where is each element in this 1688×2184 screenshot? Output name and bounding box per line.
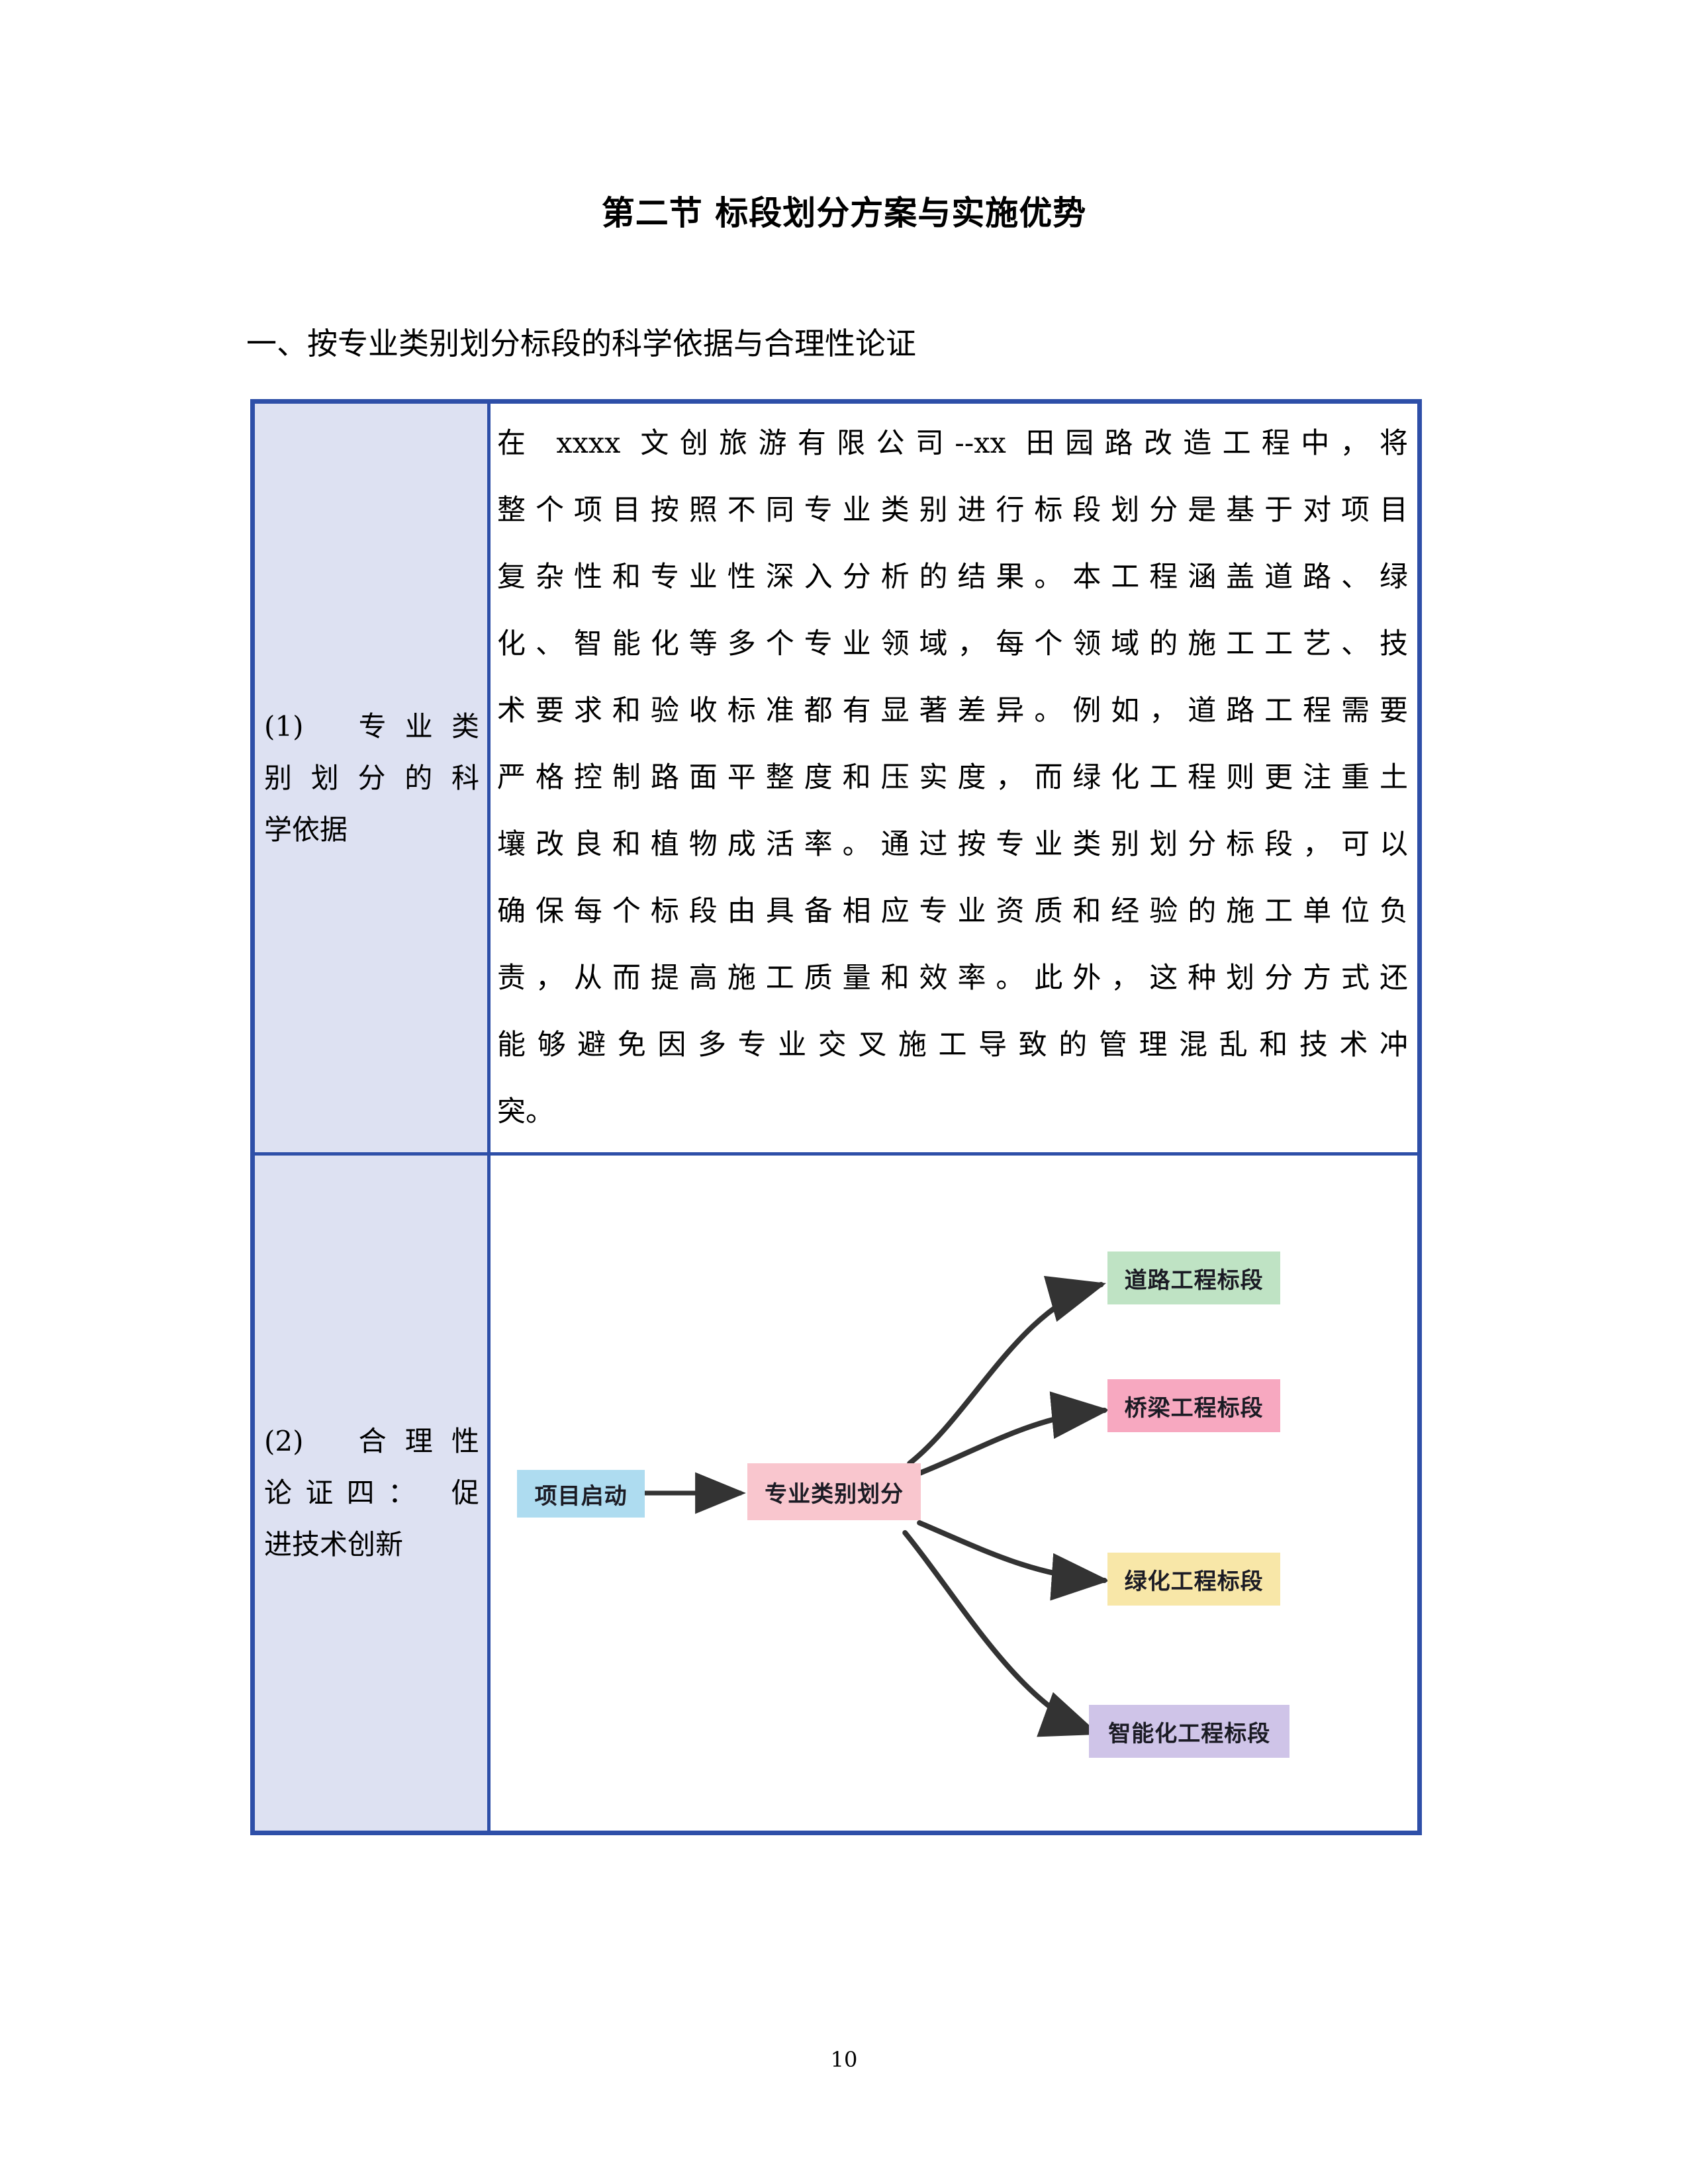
flow-node-label: 桥梁工程标段 <box>1124 1394 1264 1422</box>
page-title: 第二节 标段划分方案与实施优势 <box>601 194 1087 232</box>
flow-node-green: 绿化工程标段 <box>1107 1553 1281 1606</box>
section-heading: 一、按专业类别划分标段的科学依据与合理性论证 <box>246 326 916 361</box>
flow-node-label: 项目启动 <box>534 1482 628 1510</box>
flow-node-label: 智能化工程标段 <box>1108 1720 1271 1747</box>
label-line: 别划分的科 <box>264 761 479 794</box>
label-line: (1) 专业类 <box>264 709 479 743</box>
paragraph-line: 突。 <box>497 1095 554 1128</box>
flow-node-label: 绿化工程标段 <box>1124 1568 1264 1595</box>
edge-hub-to-bridge <box>917 1391 1110 1476</box>
flow-node-hub: 专业类别划分 <box>747 1463 921 1520</box>
flow-node-start: 项目启动 <box>517 1470 645 1518</box>
label-line: 学依据 <box>264 813 348 846</box>
table-row-content-cell: 项目启动 专业类别划分 道路工程标段 桥梁工程标段 绿化工程标段 <box>491 1156 1417 1831</box>
page-number: 10 <box>830 2047 858 2072</box>
flow-node-road: 道路工程标段 <box>1107 1251 1281 1304</box>
flow-node-bridge: 桥梁工程标段 <box>1107 1379 1281 1432</box>
flow-node-label: 专业类别划分 <box>765 1480 904 1508</box>
flow-node-smart: 智能化工程标段 <box>1089 1705 1290 1758</box>
paragraph-line: 确保每个标段由具备相应专业资质和经验的施工单位负 <box>497 895 1408 928</box>
edge-hub-to-smart <box>902 1530 1100 1737</box>
paragraph-line: 严格控制路面平整度和压实度，而绿化工程则更注重土 <box>497 761 1408 794</box>
table-row: (2) 合理性 论证四： 促 进技术创新 <box>255 1156 1417 1831</box>
paragraph-line: 责，从而提高施工质量和效率。此外，这种划分方式还 <box>497 962 1408 995</box>
paragraph-line: 复杂性和专业性深入分析的结果。本工程涵盖道路、绿 <box>497 561 1408 594</box>
paragraph-line: 壤改良和植物成活率。通过按专业类别划分标段，可以 <box>497 828 1408 861</box>
flow-node-label: 道路工程标段 <box>1124 1267 1264 1294</box>
paragraph-line: 能够避免因多专业交叉施工导致的管理混乱和技术冲 <box>497 1028 1408 1062</box>
table-row-label-cell: (2) 合理性 论证四： 促 进技术创新 <box>255 1156 491 1831</box>
table-row: (1) 专业类 别划分的科 学依据 在 xxxx 文创旅游有限公司--xx 田园… <box>255 404 1417 1156</box>
label-line: 论证四： 促 <box>264 1477 479 1509</box>
paragraph-line: 在 xxxx 文创旅游有限公司--xx 田园路改造工程中，将 <box>497 427 1408 460</box>
flowchart-diagram: 项目启动 专业类别划分 道路工程标段 桥梁工程标段 绿化工程标段 <box>497 1162 1408 1824</box>
flowchart-edges <box>639 1275 1110 1737</box>
label-line: (2) 合理性 <box>264 1425 479 1457</box>
content-table: (1) 专业类 别划分的科 学依据 在 xxxx 文创旅游有限公司--xx 田园… <box>250 399 1422 1835</box>
edge-hub-to-road <box>907 1275 1107 1466</box>
paragraph-line: 整个项目按照不同专业类别进行标段划分是基于对项目 <box>497 494 1408 527</box>
paragraph-line: 化、智能化等多个专业领域，每个领域的施工工艺、技 <box>497 627 1408 660</box>
label-line: 进技术创新 <box>264 1528 404 1561</box>
table-row-content-cell: 在 xxxx 文创旅游有限公司--xx 田园路改造工程中，将 整个项目按照不同专… <box>491 404 1417 1152</box>
paragraph-line: 术要求和验收标准都有显著差异。例如，道路工程需要 <box>497 694 1408 727</box>
table-row-label-cell: (1) 专业类 别划分的科 学依据 <box>255 404 491 1152</box>
edge-hub-to-green <box>917 1520 1110 1601</box>
